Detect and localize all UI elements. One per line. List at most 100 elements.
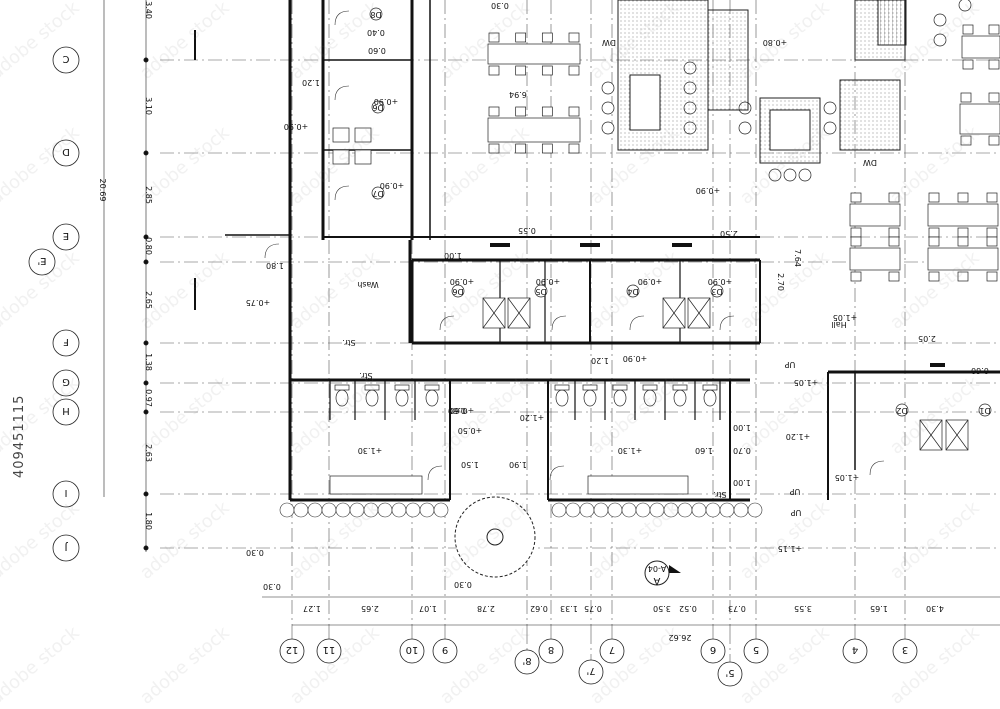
column-bubble — [743, 638, 769, 664]
level-annotation: +0.90 — [450, 277, 475, 286]
shrub — [391, 502, 407, 518]
row-bubble-label: E — [63, 230, 69, 241]
dim-tick — [143, 259, 149, 265]
stool — [823, 101, 837, 115]
shrub — [335, 502, 351, 518]
room-label: UP — [790, 508, 801, 517]
hatched-counter — [707, 9, 749, 111]
door-swing — [264, 243, 280, 259]
toilet-tank — [554, 384, 570, 391]
level-annotation: +0.80 — [763, 38, 788, 47]
vertical-dimension: 2.85 — [144, 186, 153, 204]
chair — [957, 236, 969, 247]
shrub — [607, 502, 623, 518]
dim-tick — [143, 57, 149, 63]
stool — [601, 101, 615, 115]
shrub — [405, 502, 421, 518]
column-bubble-label: 7 — [609, 644, 615, 655]
stool — [783, 168, 797, 182]
hatched-panel — [877, 0, 907, 46]
dining-table — [849, 247, 901, 271]
toilet — [555, 389, 569, 407]
column-bubble-label: 12 — [286, 644, 299, 655]
column-bubble — [700, 638, 726, 664]
vertical-dimension: 0.97 — [144, 389, 153, 407]
chair — [541, 143, 553, 154]
toilet-fixtures — [264, 10, 969, 578]
vanity-counter — [587, 475, 689, 495]
chair — [850, 271, 862, 282]
chair — [488, 32, 500, 43]
shrub — [663, 502, 679, 518]
dimension: 2.50 — [720, 229, 738, 238]
bottom-dimension: 2.78 — [477, 604, 495, 613]
column-bubble — [842, 638, 868, 664]
column-bubble-label: 6 — [710, 644, 716, 655]
chair — [568, 106, 580, 117]
level-annotation: +0.90 — [284, 122, 309, 131]
hatched-inner — [629, 74, 661, 131]
bottom-dimension: 0.62 — [530, 604, 548, 613]
closet — [332, 149, 350, 165]
bottom-dimension: 1.07 — [419, 604, 437, 613]
stool — [601, 81, 615, 95]
chair — [488, 106, 500, 117]
column-bubble — [279, 638, 305, 664]
room-tag-label: D7 — [372, 189, 383, 198]
toilet — [583, 389, 597, 407]
chair — [568, 32, 580, 43]
shrub — [307, 502, 323, 518]
room-tag-label: D4 — [627, 287, 638, 296]
room-label: Str. — [342, 338, 355, 347]
chair — [515, 65, 527, 76]
dining-table — [487, 117, 581, 143]
toilet — [395, 389, 409, 407]
row-bubble — [52, 398, 80, 426]
toilet — [425, 389, 439, 407]
overall-bottom-dimension: 26.62 — [669, 633, 692, 642]
toilet-tank — [612, 384, 628, 391]
room-tag-label: D1 — [979, 406, 990, 415]
level-annotation: +0.90 — [696, 186, 721, 195]
chair — [962, 59, 974, 70]
dim-tick — [143, 150, 149, 156]
stool — [933, 33, 947, 47]
toilet-tank — [642, 384, 658, 391]
bottom-dimension: 1.65 — [870, 604, 888, 613]
dimension: 6.94 — [509, 90, 527, 99]
dimension: 1.00 — [444, 251, 462, 260]
shrub — [419, 502, 435, 518]
room-tag-label: D8 — [370, 10, 381, 19]
dining-table — [487, 43, 581, 65]
bottom-dimension: 1.33 — [560, 604, 578, 613]
chair — [962, 24, 974, 35]
stool — [768, 168, 782, 182]
column-bubble-label: 5' — [725, 667, 734, 678]
stock-id: 409451115 — [12, 394, 27, 478]
bottom-dimension: 3.50 — [653, 604, 671, 613]
level-annotation: +0.75 — [246, 298, 271, 307]
toilet-tank — [364, 384, 380, 391]
plan-labels: 3.403.102.850.802.651.380.972.631.8020.6… — [98, 1, 992, 642]
bottom-dimension: 0.73 — [728, 604, 746, 613]
room-label: Hall — [831, 320, 846, 329]
room-tag-label: D5 — [535, 287, 546, 296]
row-bubble — [52, 46, 80, 74]
door-swing — [869, 460, 885, 476]
row-bubble-label: I — [65, 487, 68, 498]
chair — [986, 271, 998, 282]
room-tag-label: D6 — [452, 287, 463, 296]
dimension: 0.60 — [971, 366, 989, 375]
shrub — [719, 502, 735, 518]
chair — [850, 192, 862, 203]
room-tag-label: D3 — [711, 287, 722, 296]
bottom-dimension: 2.65 — [361, 604, 379, 613]
level-annotation: +1.05 — [833, 313, 858, 322]
dimension: 1.60 — [695, 446, 713, 455]
chair — [928, 271, 940, 282]
room-tag — [626, 284, 640, 298]
chair — [928, 227, 940, 238]
